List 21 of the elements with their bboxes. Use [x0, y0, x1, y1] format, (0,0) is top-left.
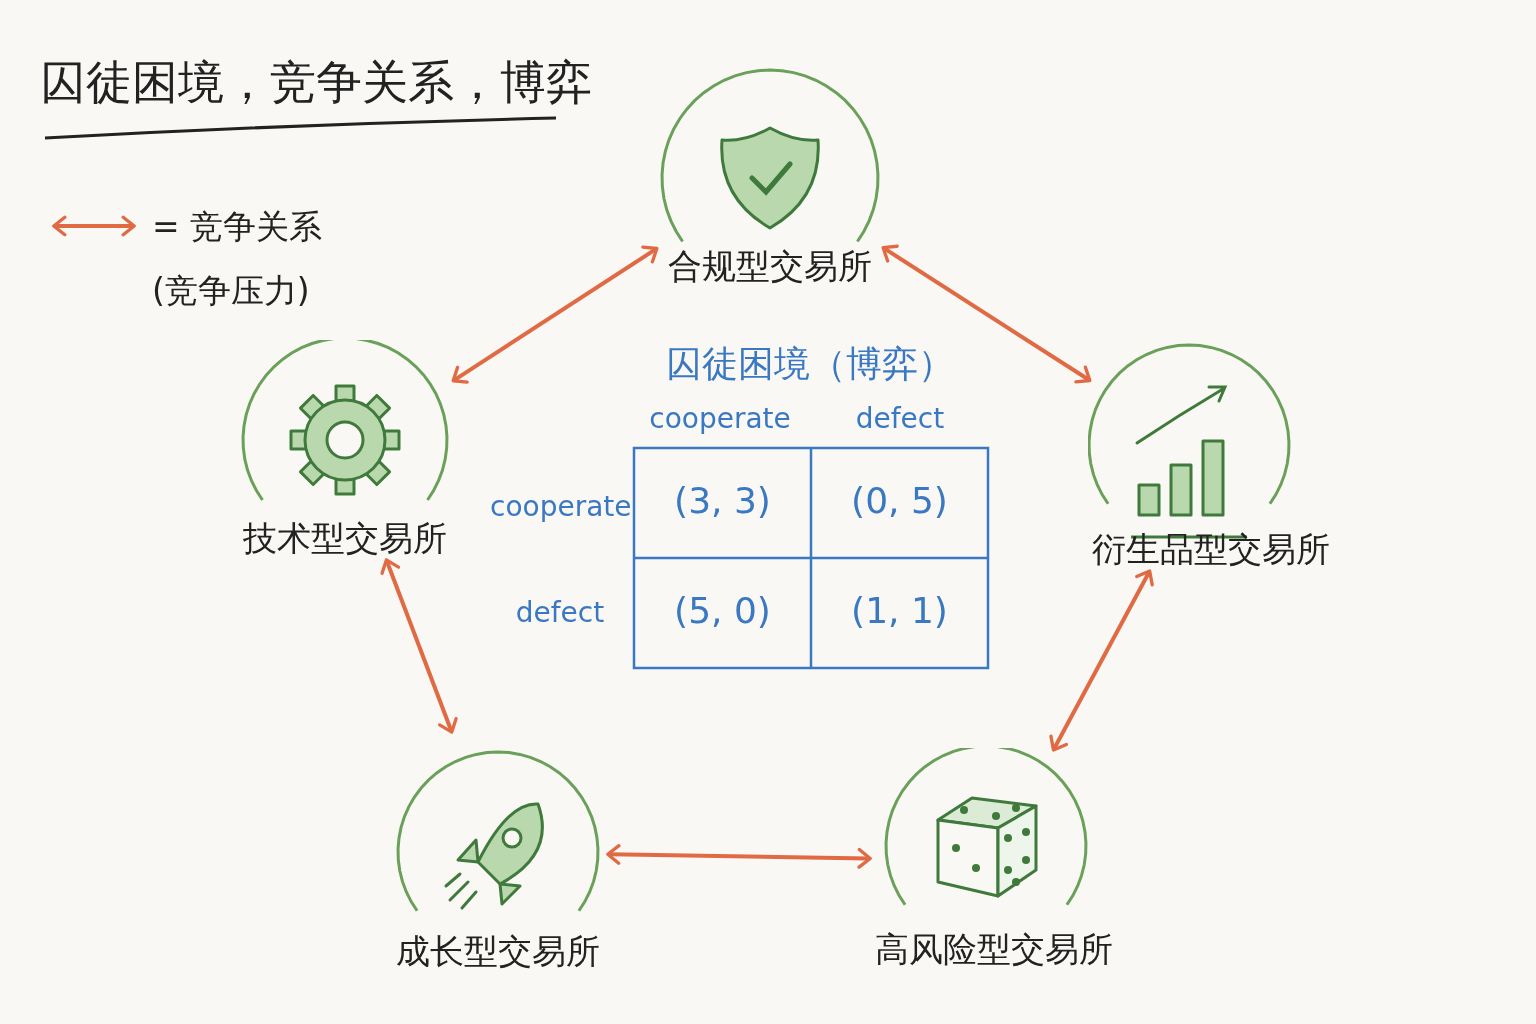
payoff-value: (5, 0): [673, 590, 772, 631]
payoff-value: (0, 5): [850, 480, 949, 521]
strategy-label: defect: [514, 596, 606, 629]
double-arrow: [380, 558, 458, 734]
exchange-label: 衍生品型交易所: [1090, 528, 1331, 571]
double-arrow: [451, 245, 659, 384]
strategy-label: defect: [854, 402, 946, 435]
exchange-label: 成长型交易所: [394, 930, 601, 973]
title: 囚徒困境，竞争关系，博弈: [40, 54, 592, 111]
legend-text: = 竞争关系 (竞争压力): [152, 206, 324, 312]
double-arrow: [1049, 569, 1154, 752]
exchange-label: 高风险型交易所: [874, 928, 1114, 971]
exchange-label: 技术型交易所: [242, 517, 448, 560]
table-title: 囚徒困境（博弈）: [665, 342, 955, 386]
strategy-label: cooperate: [648, 402, 792, 435]
payoff-value: (1, 1): [850, 590, 949, 631]
exchange-label: 合规型交易所: [667, 245, 873, 288]
payoff-value: (3, 3): [673, 480, 772, 521]
double-arrow: [881, 244, 1092, 384]
strategy-label: cooperate: [490, 490, 630, 523]
double-arrow: [606, 844, 872, 869]
